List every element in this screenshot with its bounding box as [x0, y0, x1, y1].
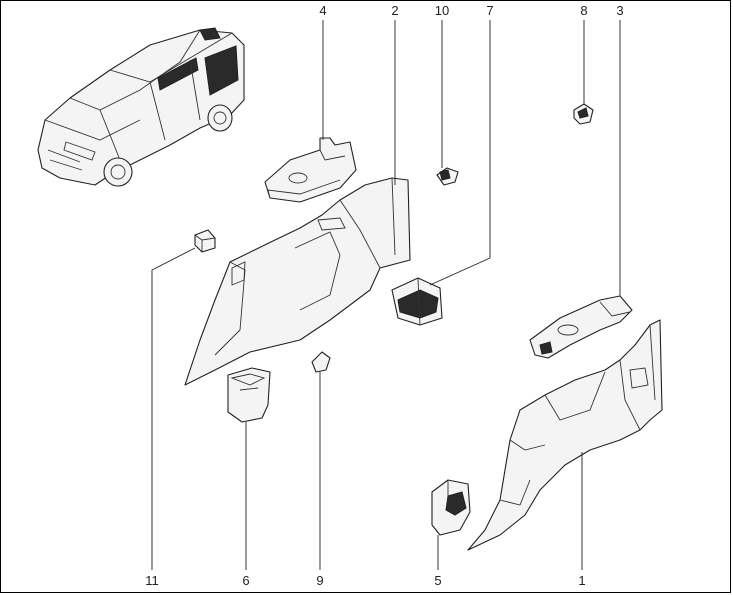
- callout-4: 4: [319, 3, 326, 18]
- leader-7: [429, 20, 491, 286]
- callout-3: 3: [616, 3, 623, 18]
- part-11: [194, 229, 216, 253]
- part-9: [311, 351, 331, 373]
- callout-7: 7: [486, 3, 493, 18]
- part-1: [467, 319, 663, 551]
- callout-9: 9: [316, 573, 323, 588]
- part-7: [391, 277, 443, 326]
- part-5: [431, 479, 471, 536]
- callout-6: 6: [242, 573, 249, 588]
- callout-1: 1: [578, 573, 585, 588]
- callout-8: 8: [580, 3, 587, 18]
- callout-10: 10: [435, 3, 449, 18]
- callout-labels: 4 2 10 7 8 3 11 6 9 5 1: [145, 3, 623, 588]
- part-2: [184, 177, 411, 386]
- callout-2: 2: [391, 3, 398, 18]
- part-3: [529, 295, 633, 359]
- callout-5: 5: [434, 573, 441, 588]
- part-4: [264, 137, 357, 203]
- part-10: [436, 167, 459, 186]
- leader-lines: [151, 20, 621, 570]
- part-8: [573, 103, 594, 125]
- callout-11: 11: [145, 573, 159, 588]
- leader-11: [151, 247, 196, 570]
- part-6: [227, 367, 271, 423]
- vehicle-illustration: [37, 27, 245, 187]
